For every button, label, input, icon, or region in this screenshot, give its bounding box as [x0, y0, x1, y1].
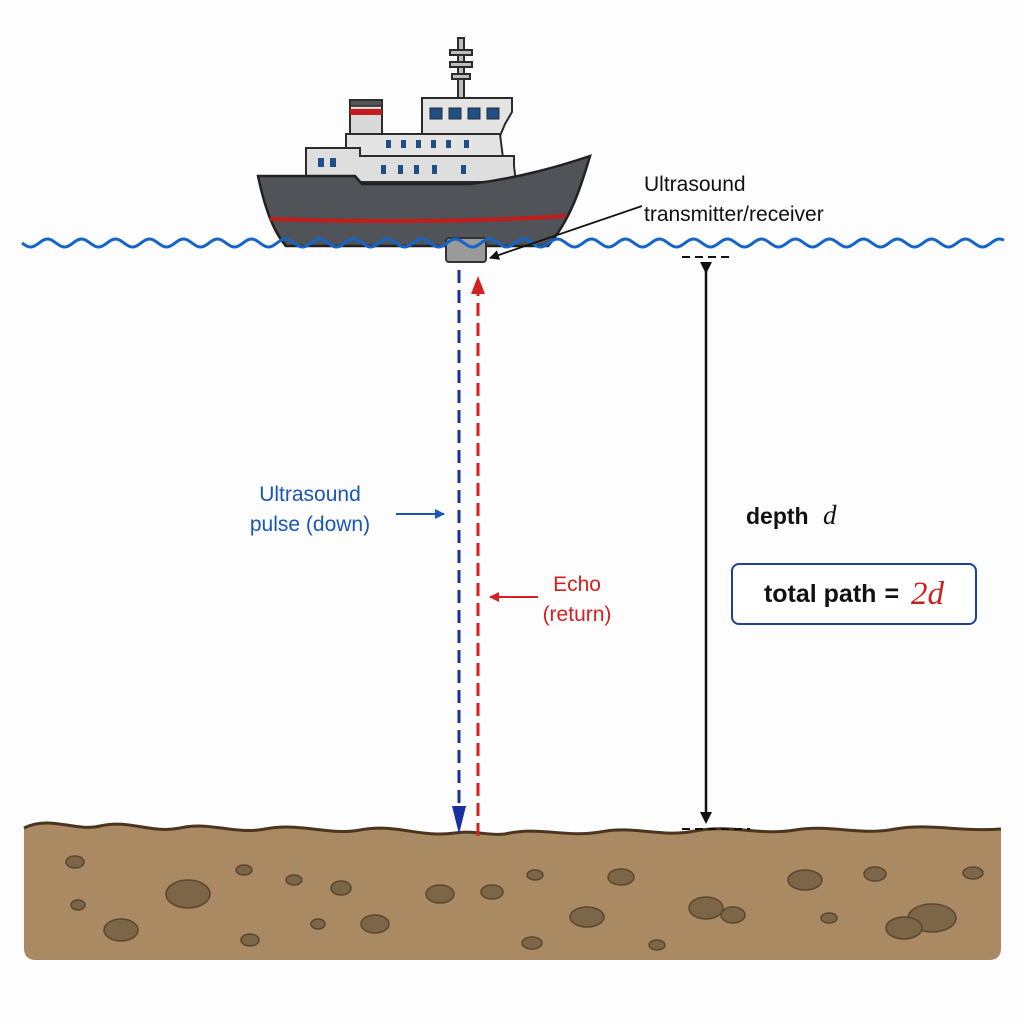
echo-label-line1: Echo: [553, 573, 601, 596]
rock-icon: [70, 899, 86, 911]
transducer-label-line2: transmitter/receiver: [644, 203, 824, 226]
rock-icon: [526, 869, 544, 881]
rock-icon: [310, 918, 326, 930]
transducer-icon: [445, 237, 487, 263]
rock-icon: [165, 879, 211, 909]
rock-icon: [569, 906, 605, 928]
ship-hull: [256, 154, 592, 248]
total-path-value: 2d: [911, 575, 945, 612]
rock-icon: [360, 914, 390, 934]
echo-label-line2: (return): [543, 603, 612, 626]
depth-label-symbol: d: [823, 500, 837, 530]
total-path-equals: =: [884, 579, 900, 608]
ship-icon: [256, 37, 592, 263]
rock-icon: [863, 866, 887, 882]
ship-funnel: [349, 99, 383, 135]
transducer-leader: [489, 205, 643, 260]
rock-icon: [688, 896, 724, 920]
rock-icon: [425, 884, 455, 904]
rock-icon: [885, 916, 923, 940]
rock-icon: [480, 884, 504, 900]
ship-cabin: [345, 133, 505, 159]
bridge-windows: [429, 107, 500, 120]
pulse-label-line2: pulse (down): [250, 513, 370, 536]
pulse-label-line1: Ultrasound: [259, 483, 361, 506]
rock-icon: [235, 864, 253, 876]
rock-icon: [521, 936, 543, 950]
depth-label-word: depth: [746, 503, 809, 529]
pulse-down-arrowhead: [452, 806, 466, 834]
rock-icon: [330, 880, 352, 896]
rock-icon: [65, 855, 984, 951]
rock-icon: [648, 939, 666, 951]
depth-label: depth d: [746, 500, 837, 530]
water-surface: [21, 237, 1005, 249]
rock-icon: [65, 855, 85, 869]
total-path-box: total path = 2d: [731, 563, 977, 625]
echo-return-arrowhead: [471, 276, 485, 294]
rock-icon: [103, 918, 139, 942]
rock-icon: [820, 912, 838, 924]
rock-icon: [607, 868, 635, 886]
rock-icon: [720, 906, 746, 924]
seabed-ground: [24, 822, 1001, 960]
total-path-label: total path: [763, 579, 877, 608]
ship-mast: [449, 37, 473, 101]
deckhouse-windows: [318, 158, 466, 174]
seabed-surface-line: [23, 821, 1002, 836]
rock-icon: [285, 874, 303, 886]
transducer-label-line1: Ultrasound: [644, 173, 746, 196]
hull-stripe: [269, 214, 567, 223]
rock-icon: [240, 933, 260, 947]
rock-icon: [787, 869, 823, 891]
rock-icon: [962, 866, 984, 880]
seabed: [23, 821, 1002, 960]
cabin-windows: [386, 140, 469, 148]
